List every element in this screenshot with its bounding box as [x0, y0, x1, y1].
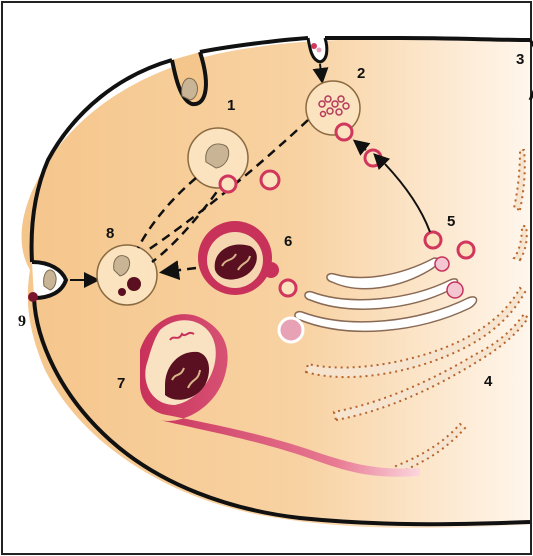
particle-9 — [28, 292, 38, 302]
label-1: 1 — [227, 97, 235, 114]
label-6: 6 — [284, 233, 292, 250]
label-9: 9 — [18, 313, 26, 330]
label-3: 3 — [516, 51, 524, 68]
label-8: 8 — [106, 225, 114, 242]
cargo-particle — [182, 78, 198, 100]
lysosome-8 — [97, 245, 157, 305]
label-4: 4 — [484, 373, 493, 390]
label-7: 7 — [117, 375, 125, 392]
label-2: 2 — [357, 65, 365, 82]
label-5: 5 — [447, 213, 455, 230]
cargo-particle-left — [44, 270, 56, 290]
